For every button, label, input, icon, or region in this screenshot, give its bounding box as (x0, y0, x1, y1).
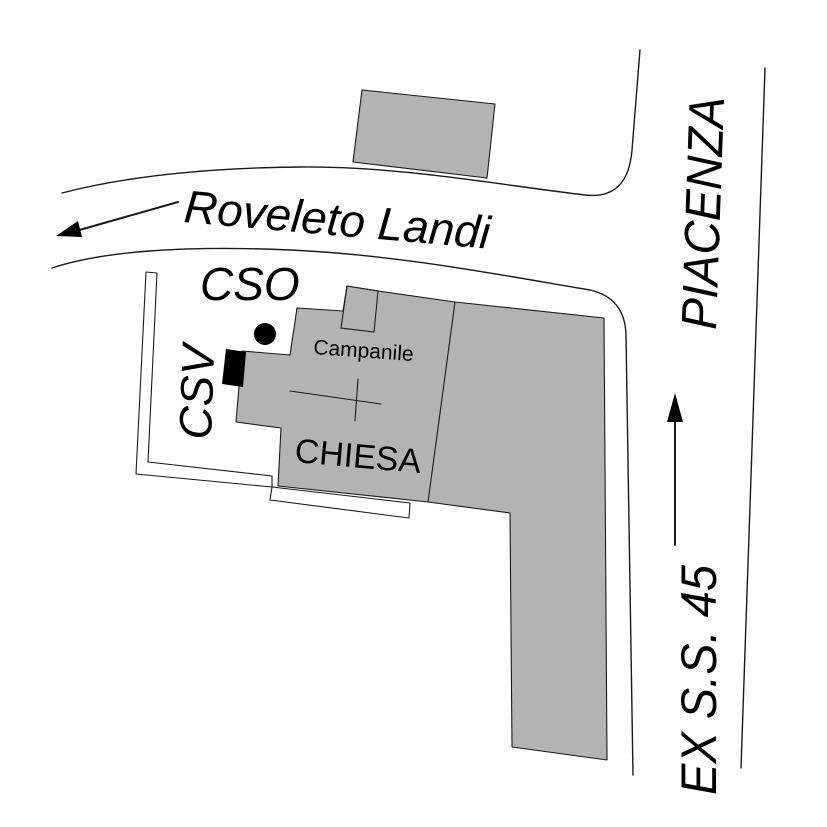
enclosure-wall (135, 271, 273, 488)
csv-label: CSV (169, 340, 224, 441)
arrow-left-shaft (75, 201, 179, 232)
church-complex (235, 285, 608, 761)
cso-marker (254, 323, 276, 345)
church-forecourt-strip (269, 486, 411, 519)
arrow-up-head (667, 393, 683, 422)
cross-horizontal (289, 390, 382, 405)
cso-label: CSO (200, 258, 300, 310)
bell-tower-outline (340, 285, 379, 333)
street-upper-edge (61, 49, 641, 197)
arrow-up-icon (667, 393, 683, 546)
arrow-left-head (56, 221, 82, 237)
street-lower-edge (51, 247, 634, 776)
north-building (352, 89, 496, 179)
route-right-edge (740, 67, 766, 769)
church-annex-divider (427, 301, 456, 503)
roads (51, 49, 766, 776)
csv-marker (222, 349, 246, 387)
arrow-left-icon (56, 201, 179, 237)
cross-vertical (354, 378, 359, 422)
route-label: EX S.S. 45 (671, 565, 727, 795)
cross-icon (289, 378, 382, 422)
destination-label: PIACENZA (671, 96, 735, 331)
